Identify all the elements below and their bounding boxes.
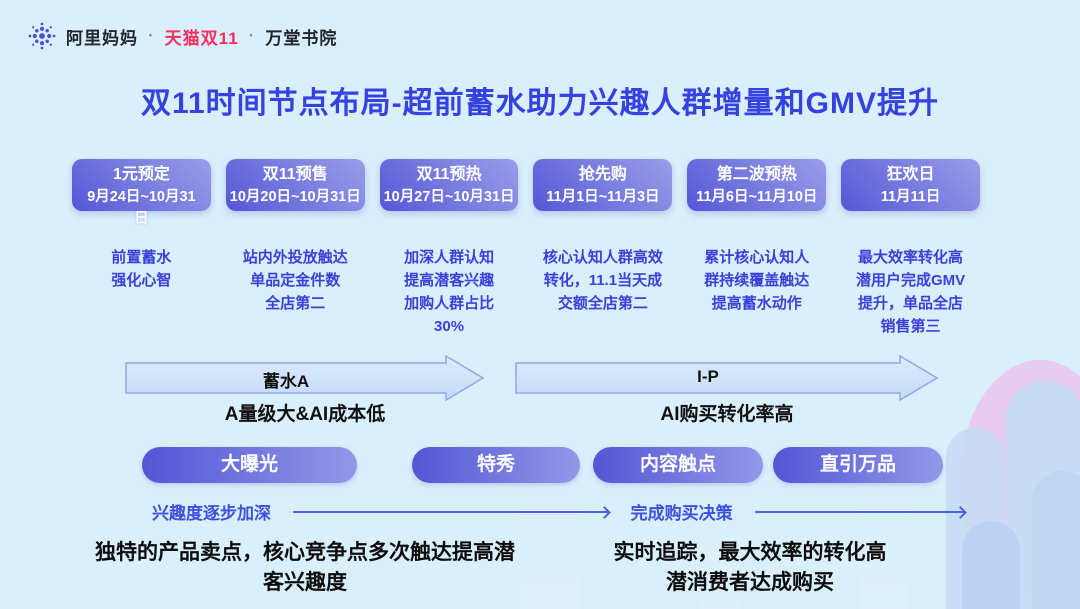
phase-box-warmup: 双11预热 10月27日~10月31日 (379, 159, 519, 211)
phase-note: 前置蓄水 强化心智 (111, 249, 172, 289)
phase-date: 9月24日~10月31 日 (87, 189, 196, 227)
product-pill-texiu: 特秀 (412, 447, 580, 483)
phase-note: 核心认知人群高效 转化，11.1当天成 交额全店第二 (542, 249, 663, 312)
brand-name-highlight: 天猫双11 (164, 28, 239, 48)
right-arrow-icon (515, 354, 939, 402)
phase-name: 抢先购 (578, 166, 627, 183)
phase-name: 双11预热 (416, 166, 482, 183)
phase-name: 狂欢日 (886, 166, 935, 183)
stage-label: 蓄水A (262, 372, 310, 391)
brand-name-secondary: 万堂书院 (265, 28, 338, 48)
alimama-logo-icon (28, 22, 56, 50)
product-pill-exposure: 大曝光 (142, 447, 357, 483)
phase-date: 11月1日~11月3日 (546, 189, 660, 205)
phase-note: 站内外投放触达 单品定金件数 全店第二 (242, 249, 348, 312)
decor-bar (962, 521, 1020, 609)
phase-date: 10月20日~10月31日 (229, 189, 361, 205)
stage-arrow-ip: I-P AI购买转化率高 (515, 354, 939, 425)
phase-name: 1元预定 (112, 166, 170, 183)
footnote-right: 实时追踪，最大效率的转化高 潜消费者达成购买 (613, 541, 887, 594)
phase-name: 双11预售 (262, 166, 328, 183)
phase-note: 加深人群认知 提高潜客兴趣 加购人群占比 30% (404, 249, 495, 335)
stage-caption: AI购买转化率高 (660, 404, 794, 425)
progress-row: 兴趣度逐步加深 完成购买决策 (152, 499, 965, 524)
product-pill-content-touchpoint: 内容触点 (593, 447, 763, 483)
timeline-phase-row: 1元预定 9月24日~10月31 日 双11预售 10月20日~10月31日 双… (72, 159, 980, 227)
stage-label: I-P (697, 367, 719, 386)
brand-header: 阿里妈妈 · 天猫双11 · 万堂书院 (26, 20, 337, 52)
stage-caption: A量级大&AI成本低 (224, 404, 386, 425)
stage-arrow-reservoir: 蓄水A A量级大&AI成本低 (125, 354, 485, 425)
product-pill-direct-link: 直引万品 (773, 447, 943, 483)
brand-name-primary: 阿里妈妈 (66, 28, 138, 48)
right-arrow-icon (125, 354, 485, 402)
progress-label-interest: 兴趣度逐步加深 (152, 504, 271, 523)
phase-box-1yuan-preorder: 1元预定 9月24日~10月31 日 (72, 159, 211, 227)
phase-date: 11月6日~11月10日 (696, 189, 818, 205)
phase-box-presale: 双11预售 10月20日~10月31日 (225, 159, 365, 211)
progress-label-purchase: 完成购买决策 (630, 504, 733, 523)
phase-note: 最大效率转化高 潜用户完成GMV 提升，单品全店 销售第三 (855, 249, 966, 335)
thin-arrow-icon (293, 510, 609, 513)
phase-date: 11月11日 (880, 189, 941, 205)
brand-separator: · (148, 26, 155, 45)
phase-box-second-warmup: 第二波预热 11月6日~11月10日 (687, 159, 827, 211)
phase-note: 累计核心认知人 群持续覆盖触达 提高蓄水动作 (704, 249, 810, 312)
decor-bar (1006, 381, 1080, 609)
phase-name: 第二波预热 (716, 166, 797, 183)
decor-bar (1032, 471, 1080, 609)
phase-box-early-buy: 抢先购 11月1日~11月3日 (533, 159, 673, 211)
pink-blob-shape (960, 360, 1080, 600)
page-title: 双11时间节点布局-超前蓄水助力兴趣人群增量和GMV提升 (140, 87, 940, 120)
thin-arrow-icon (754, 510, 965, 513)
phase-notes-row: 前置蓄水 强化心智 站内外投放触达 单品定金件数 全店第二 加深人群认知 提高潜… (72, 246, 980, 338)
phase-box-carnival-day: 狂欢日 11月11日 (841, 159, 980, 211)
footnote-left: 独特的产品卖点，核心竞争点多次触达提高潜 客兴趣度 (95, 541, 515, 594)
brand-separator: · (248, 26, 256, 45)
phase-date: 10月27日~10月31日 (383, 189, 515, 205)
